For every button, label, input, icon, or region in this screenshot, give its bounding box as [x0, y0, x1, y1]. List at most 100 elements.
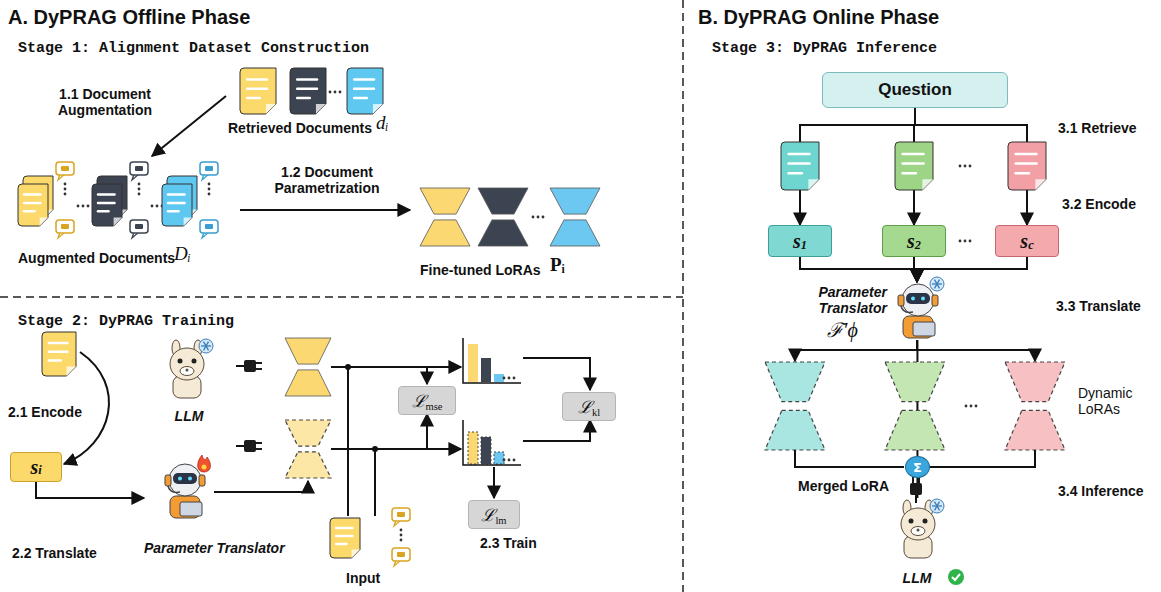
subscript-text: lm: [495, 515, 506, 526]
ellipsis-dot: [959, 165, 962, 168]
annotation-label: Dynamic LoRAs: [1078, 385, 1156, 417]
loss-box: ℒlm: [468, 500, 520, 529]
lora-plug: [910, 477, 922, 503]
document-icon: [42, 332, 76, 376]
lora-adapter: [1005, 362, 1065, 402]
annotation-label: Input: [346, 570, 380, 586]
phase-title: B. DyPRAG Online Phase: [698, 6, 939, 29]
annotation-label: dᵢ: [376, 112, 389, 134]
lora-adapter: [765, 410, 825, 450]
ellipsis-dot: [64, 193, 67, 196]
qa-bubble-mark: [397, 552, 405, 557]
frozen-badge-ray: [204, 342, 209, 351]
subscript-text: c: [1028, 238, 1034, 253]
node-text: ℒ: [412, 389, 426, 412]
plug-prong: [256, 362, 262, 364]
plug-body: [244, 440, 256, 452]
document-line: [789, 172, 802, 175]
lora-adapter: [550, 220, 600, 246]
document-fold: [808, 179, 819, 190]
step-label: 3.3 Translate: [1056, 298, 1141, 314]
lora-adapter: [420, 220, 470, 246]
lora-plug: [236, 440, 262, 452]
flow-arrow: [426, 367, 428, 384]
document-icon: [330, 518, 360, 558]
qa-bubble: [200, 162, 218, 175]
robot-eye: [188, 477, 192, 481]
document-icon: [240, 68, 276, 114]
junction-dot: [345, 364, 351, 370]
ellipsis-dot: [964, 240, 967, 243]
qa-bubble: [392, 508, 410, 521]
lora-adapter: [285, 370, 331, 396]
plug-prong: [256, 442, 262, 444]
document-icon: [162, 184, 192, 226]
frozen-badge-ray: [935, 502, 940, 511]
flow-line: [374, 449, 376, 516]
annotation-label: Dᵢ: [174, 243, 191, 265]
document-icon: [781, 142, 819, 190]
document-line: [247, 87, 267, 90]
flow-line: [347, 367, 349, 516]
document-fold: [40, 218, 48, 226]
document-line: [1016, 162, 1037, 165]
document-line: [247, 78, 267, 81]
lora-adapter: [285, 420, 331, 446]
robot-eye: [921, 297, 925, 301]
lora-adapter: [478, 188, 528, 214]
plug-prong: [912, 477, 914, 483]
ellipsis-dot: [64, 183, 67, 186]
llama-nose: [186, 369, 189, 372]
distribution-axis: [463, 338, 521, 383]
ellipsis-dot: [503, 377, 506, 380]
document-line: [789, 153, 810, 156]
document-line: [354, 97, 367, 100]
document-line: [297, 78, 317, 81]
question-box: Question: [822, 72, 1008, 108]
node-text: s: [907, 230, 915, 253]
lora-adapter: [550, 188, 600, 214]
llama-snout: [180, 367, 194, 376]
frozen-badge: [930, 277, 944, 291]
document-fold: [184, 218, 192, 226]
node-text: Σ: [913, 460, 922, 475]
ellipsis-dot: [82, 205, 85, 208]
robot-headset: [165, 475, 171, 486]
plug-prong: [256, 448, 262, 450]
ellipsis-dot: [400, 534, 403, 537]
distribution-bar: [481, 437, 491, 464]
node-text: Question: [878, 80, 952, 100]
llama-head: [901, 508, 935, 540]
ellipsis-dot: [969, 240, 972, 243]
flow-connector: [36, 482, 144, 498]
qa-bubble: [130, 162, 148, 175]
node-text: LLM: [175, 408, 204, 424]
stage-divider: [0, 296, 683, 298]
plug-cord: [915, 494, 917, 503]
annotation-label: Fine-tuned LoRAs: [420, 262, 541, 278]
flow-connector: [800, 257, 917, 282]
llama-eye: [923, 519, 928, 524]
qa-bubble-mark: [61, 166, 69, 171]
robot-eye: [178, 477, 182, 481]
state-box: si: [10, 452, 62, 482]
loss-box: ℒkl: [562, 392, 616, 421]
flow-arrow: [214, 481, 308, 492]
document-icon: [1008, 142, 1046, 190]
document-line: [98, 210, 109, 213]
ellipsis-dot: [138, 193, 141, 196]
ellipsis-dot: [138, 183, 141, 186]
distribution-bar: [481, 358, 491, 382]
flow-arrow: [440, 448, 461, 450]
ellipsis-dot: [208, 183, 211, 186]
document-line: [1016, 153, 1037, 156]
document-line: [247, 97, 260, 100]
document-fold: [114, 218, 122, 226]
lora-adapter: [885, 410, 945, 450]
merge-node: Σ: [905, 456, 930, 478]
qa-bubble-mark: [135, 224, 143, 229]
robot-head: [169, 464, 201, 496]
node-text: Parameter Translator: [144, 540, 285, 556]
state-box: sc: [995, 225, 1059, 257]
success-check-mark: [952, 574, 960, 580]
